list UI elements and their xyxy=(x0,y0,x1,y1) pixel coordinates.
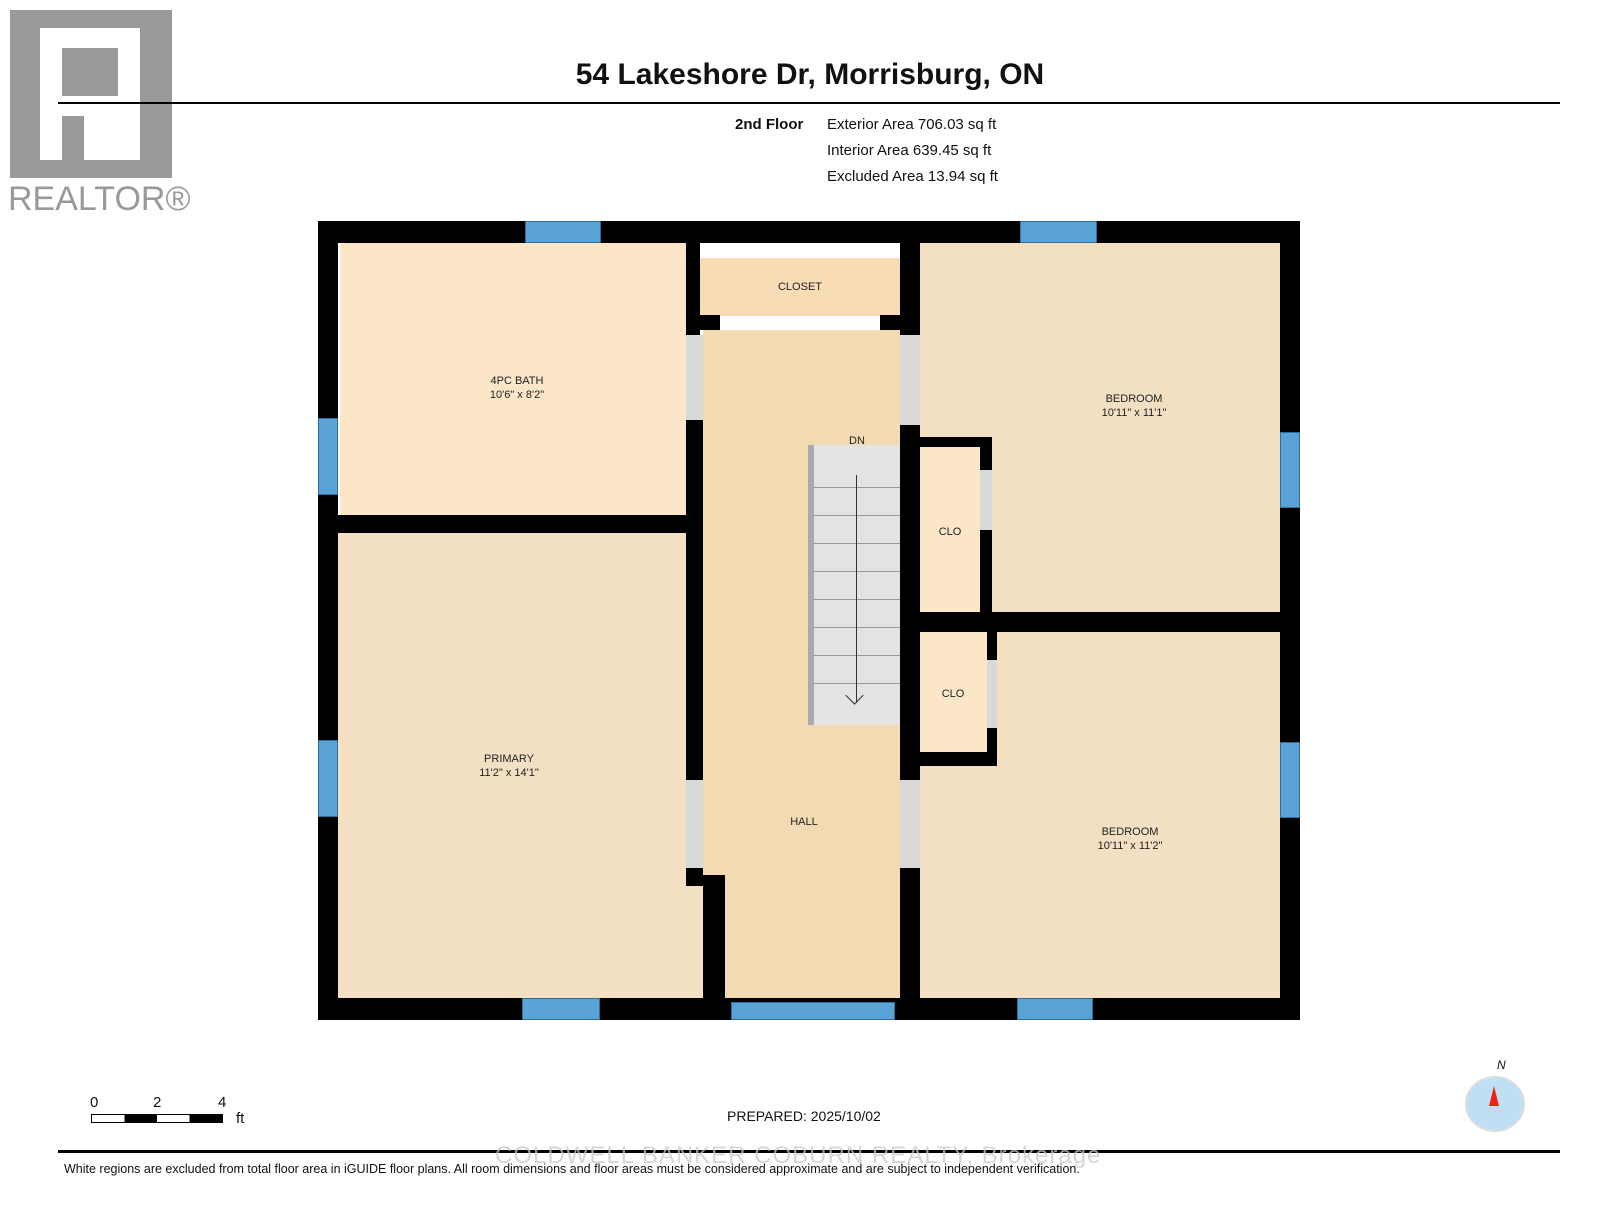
door-bedroom-2[interactable] xyxy=(900,780,920,868)
door-clo-1[interactable] xyxy=(980,470,992,530)
window xyxy=(1017,998,1093,1020)
room-closet xyxy=(700,258,900,316)
window xyxy=(731,1002,895,1020)
prepared-date: PREPARED: 2025/10/02 xyxy=(727,1108,881,1124)
room-clo-2 xyxy=(920,632,987,752)
stairs xyxy=(808,445,900,725)
compass-icon xyxy=(1465,1076,1525,1132)
window xyxy=(522,998,600,1020)
realtor-logo xyxy=(10,10,172,178)
room-label: CLOSET xyxy=(777,281,823,293)
stairs-label: DN xyxy=(849,435,865,447)
title-rule xyxy=(58,102,1560,104)
door-bedroom-1[interactable] xyxy=(900,335,920,425)
watermark: COLDWELL BANKER COBURN REALTY, Brokerage xyxy=(495,1142,1102,1169)
interior-area: Interior Area 639.45 sq ft xyxy=(827,142,992,159)
door-clo-2[interactable] xyxy=(987,660,997,728)
floor-name: 2nd Floor xyxy=(735,116,804,133)
window xyxy=(1280,432,1300,508)
window xyxy=(525,221,601,243)
room-label: CLO xyxy=(938,526,962,538)
page-title: 54 Lakeshore Dr, Morrisburg, ON xyxy=(575,58,1045,91)
window xyxy=(1020,221,1097,243)
compass-label: N xyxy=(1497,1058,1506,1072)
window xyxy=(318,418,338,495)
window xyxy=(1280,742,1300,818)
stairs-arrow-icon xyxy=(856,475,857,703)
door-primary[interactable] xyxy=(686,780,703,868)
footer-rule xyxy=(58,1150,1560,1153)
disclaimer: White regions are excluded from total fl… xyxy=(64,1162,1080,1176)
room-label: CLO xyxy=(941,688,965,700)
window xyxy=(318,740,338,817)
room-bath xyxy=(340,243,686,516)
exterior-area: Exterior Area 706.03 sq ft xyxy=(827,116,997,133)
excluded-area: Excluded Area 13.94 sq ft xyxy=(827,168,998,185)
room-clo-1 xyxy=(920,447,980,614)
door-bath[interactable] xyxy=(686,335,703,420)
room-primary xyxy=(336,533,703,998)
room-label: HALL xyxy=(790,816,818,828)
realtor-logo-text: REALTOR® xyxy=(8,180,191,218)
